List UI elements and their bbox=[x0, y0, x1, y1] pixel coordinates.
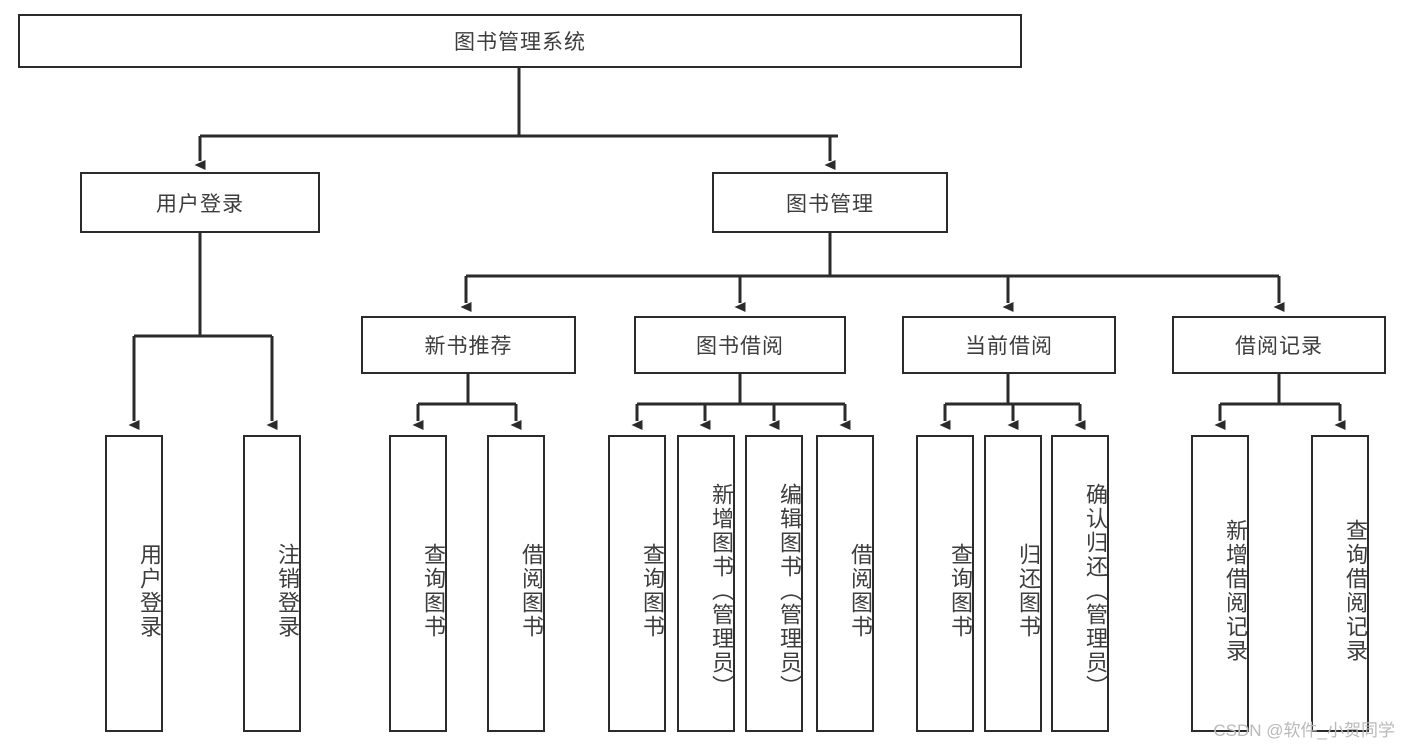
leaf-label: 新增图书（管理员） bbox=[709, 482, 734, 699]
leaf-current-borrow-confirm-return[interactable]: 确认归还（管理员） bbox=[1051, 435, 1109, 732]
leaf-book-borrow-edit[interactable]: 编辑图书（管理员） bbox=[745, 435, 803, 732]
leaf-new-book-query[interactable]: 查询图书 bbox=[389, 435, 447, 732]
leaf-label: 确认归还（管理员） bbox=[1083, 482, 1108, 699]
node-book-borrow-label: 图书借阅 bbox=[696, 335, 784, 358]
leaf-label: 查询借阅记录 bbox=[1343, 518, 1368, 663]
leaf-user-login-logout[interactable]: 注销登录 bbox=[243, 435, 301, 732]
leaf-label: 编辑图书（管理员） bbox=[777, 482, 802, 699]
node-root[interactable]: 图书管理系统 bbox=[18, 14, 1022, 68]
leaf-label: 用户登录 bbox=[137, 542, 162, 639]
node-new-book-recommend-label: 新书推荐 bbox=[424, 335, 513, 358]
node-borrow-record[interactable]: 借阅记录 bbox=[1172, 316, 1386, 374]
leaf-user-login-login[interactable]: 用户登录 bbox=[105, 435, 163, 732]
node-user-login-label: 用户登录 bbox=[156, 192, 244, 216]
node-new-book-recommend[interactable]: 新书推荐 bbox=[361, 316, 576, 374]
leaf-label: 归还图书 bbox=[1016, 542, 1041, 639]
node-book-management-label: 图书管理 bbox=[786, 192, 874, 216]
node-book-borrow[interactable]: 图书借阅 bbox=[634, 316, 846, 374]
leaf-book-borrow-query[interactable]: 查询图书 bbox=[608, 435, 666, 732]
leaf-book-borrow-add[interactable]: 新增图书（管理员） bbox=[677, 435, 735, 732]
leaf-label: 借阅图书 bbox=[519, 542, 544, 639]
leaf-label: 新增借阅记录 bbox=[1223, 518, 1248, 663]
leaf-label: 查询图书 bbox=[640, 542, 665, 639]
csdn-watermark: CSDN @软件_小贺同学 bbox=[1213, 721, 1395, 740]
leaf-new-book-borrow[interactable]: 借阅图书 bbox=[487, 435, 545, 732]
node-current-borrow[interactable]: 当前借阅 bbox=[902, 316, 1116, 374]
leaf-borrow-record-add[interactable]: 新增借阅记录 bbox=[1191, 435, 1249, 732]
leaf-current-borrow-return[interactable]: 归还图书 bbox=[984, 435, 1042, 732]
node-user-login[interactable]: 用户登录 bbox=[80, 172, 320, 233]
leaf-label: 查询图书 bbox=[421, 542, 446, 639]
leaf-borrow-record-query[interactable]: 查询借阅记录 bbox=[1311, 435, 1369, 732]
leaf-book-borrow-borrow[interactable]: 借阅图书 bbox=[816, 435, 874, 732]
leaf-label: 注销登录 bbox=[275, 542, 300, 639]
leaf-current-borrow-query[interactable]: 查询图书 bbox=[916, 435, 974, 732]
node-current-borrow-label: 当前借阅 bbox=[965, 335, 1053, 358]
node-book-management[interactable]: 图书管理 bbox=[712, 172, 948, 233]
node-borrow-record-label: 借阅记录 bbox=[1235, 335, 1323, 358]
leaf-label: 查询图书 bbox=[948, 542, 973, 639]
leaf-label: 借阅图书 bbox=[848, 542, 873, 639]
node-root-label: 图书管理系统 bbox=[454, 31, 586, 54]
